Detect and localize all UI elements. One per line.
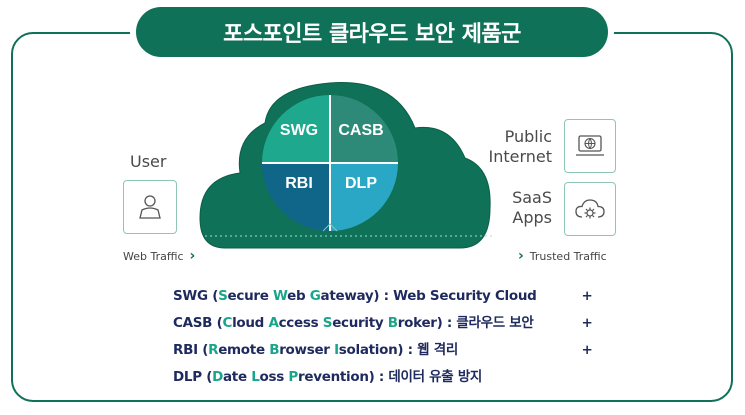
legend-highlight-letter: L [251,369,260,385]
saas-label-line2: Apps [512,208,552,227]
legend-highlight-letter: A [268,315,279,331]
legend-text-part: revention) : 데이터 유출 방지 [298,369,483,385]
cloud-notch [322,223,338,232]
plus-icon [581,364,593,391]
dlp-quadrant [330,163,398,231]
legend-highlight-letter: B [269,342,280,358]
legend-text: CASB (Cloud Access Security Broker) : 클라… [173,310,534,337]
legend-row: CASB (Cloud Access Security Broker) : 클라… [173,310,593,337]
legend-text-part: loud [232,315,269,331]
plus-icon: + [581,288,593,304]
saas-apps-label: SaaS Apps [480,188,552,228]
trusted-traffic-text: Trusted Traffic [529,249,607,263]
legend-highlight-letter: G [309,288,321,304]
legend-row: DLP (Date Loss Prevention) : 데이터 유출 방지 [173,364,593,391]
casb-label: CASB [338,122,383,139]
swg-quadrant [262,95,330,163]
web-traffic-text: Web Traffic [123,249,184,263]
legend-highlight-letter: D [212,369,223,385]
legend-highlight-letter: I [334,342,339,358]
user-label: User [130,152,166,172]
casb-quadrant [330,95,398,163]
chevron-right-icon: › [518,248,524,264]
diagram-title: 포스포인트 클라우드 보안 제품군 [223,22,521,47]
security-cloud: SWG CASB RBI DLP [199,82,491,249]
legend-text: DLP (Date Loss Prevention) : 데이터 유출 방지 [173,364,482,391]
saas-apps-box [564,182,616,236]
legend-text: SWG (Secure Web Gateway) : Web Security … [173,283,537,310]
legend-text-part: RBI ( [173,342,209,358]
web-traffic-label: Web Traffic › [123,248,195,264]
legend-highlight-letter: S [322,315,333,331]
public-label-line1: Public [504,127,552,146]
user-box [123,180,177,234]
legend-highlight-letter: P [288,369,298,385]
legend-text-part: solation) : 웹 격리 [338,342,458,358]
legend-text-part: rowser [279,342,335,358]
user-icon [139,195,161,219]
legend-text-part: ateway) : Web Security Cloud [320,288,537,304]
cloud-gear-icon [575,199,605,219]
legend-text-part: emote [218,342,270,358]
legend-text-part: roker) : 클라우드 보안 [397,315,534,331]
legend-text-part: SWG ( [173,288,219,304]
trusted-traffic-label: › Trusted Traffic [518,248,607,264]
legend-text-part: oss [259,369,289,385]
legend-text-part: ccess [278,315,323,331]
dlp-label: DLP [345,175,377,192]
legend-row: RBI (Remote Browser Isolation) : 웹 격리 + [173,337,593,364]
legend-text-part: ecure [227,288,273,304]
legend-text-part: DLP ( [173,369,213,385]
legend-highlight-letter: W [273,288,288,304]
plus-icon: + [581,342,593,358]
public-internet-label: Public Internet [480,127,552,167]
legend-highlight-letter: S [218,288,228,304]
legend-text-part: CASB ( [173,315,223,331]
swg-label: SWG [280,122,318,139]
public-internet-box [564,119,616,173]
legend-row: SWG (Secure Web Gateway) : Web Security … [173,283,593,310]
laptop-globe-icon [576,135,604,156]
plus-icon: + [581,315,593,331]
public-label-line2: Internet [488,147,552,166]
user-label-text: User [130,152,167,171]
rbi-label: RBI [285,175,313,192]
legend-text-part: eb [287,288,310,304]
title-banner: 포스포인트 클라우드 보안 제품군 [136,7,608,57]
product-legend: SWG (Secure Web Gateway) : Web Security … [173,283,593,391]
legend-highlight-letter: B [387,315,398,331]
legend-text-part: ate [222,369,252,385]
saas-label-line1: SaaS [512,188,552,207]
legend-text: RBI (Remote Browser Isolation) : 웹 격리 [173,337,458,364]
chevron-right-icon: › [189,248,196,264]
legend-highlight-letter: R [208,342,219,358]
legend-text-part: ecurity [332,315,388,331]
rbi-quadrant [262,163,330,231]
legend-highlight-letter: C [222,315,233,331]
